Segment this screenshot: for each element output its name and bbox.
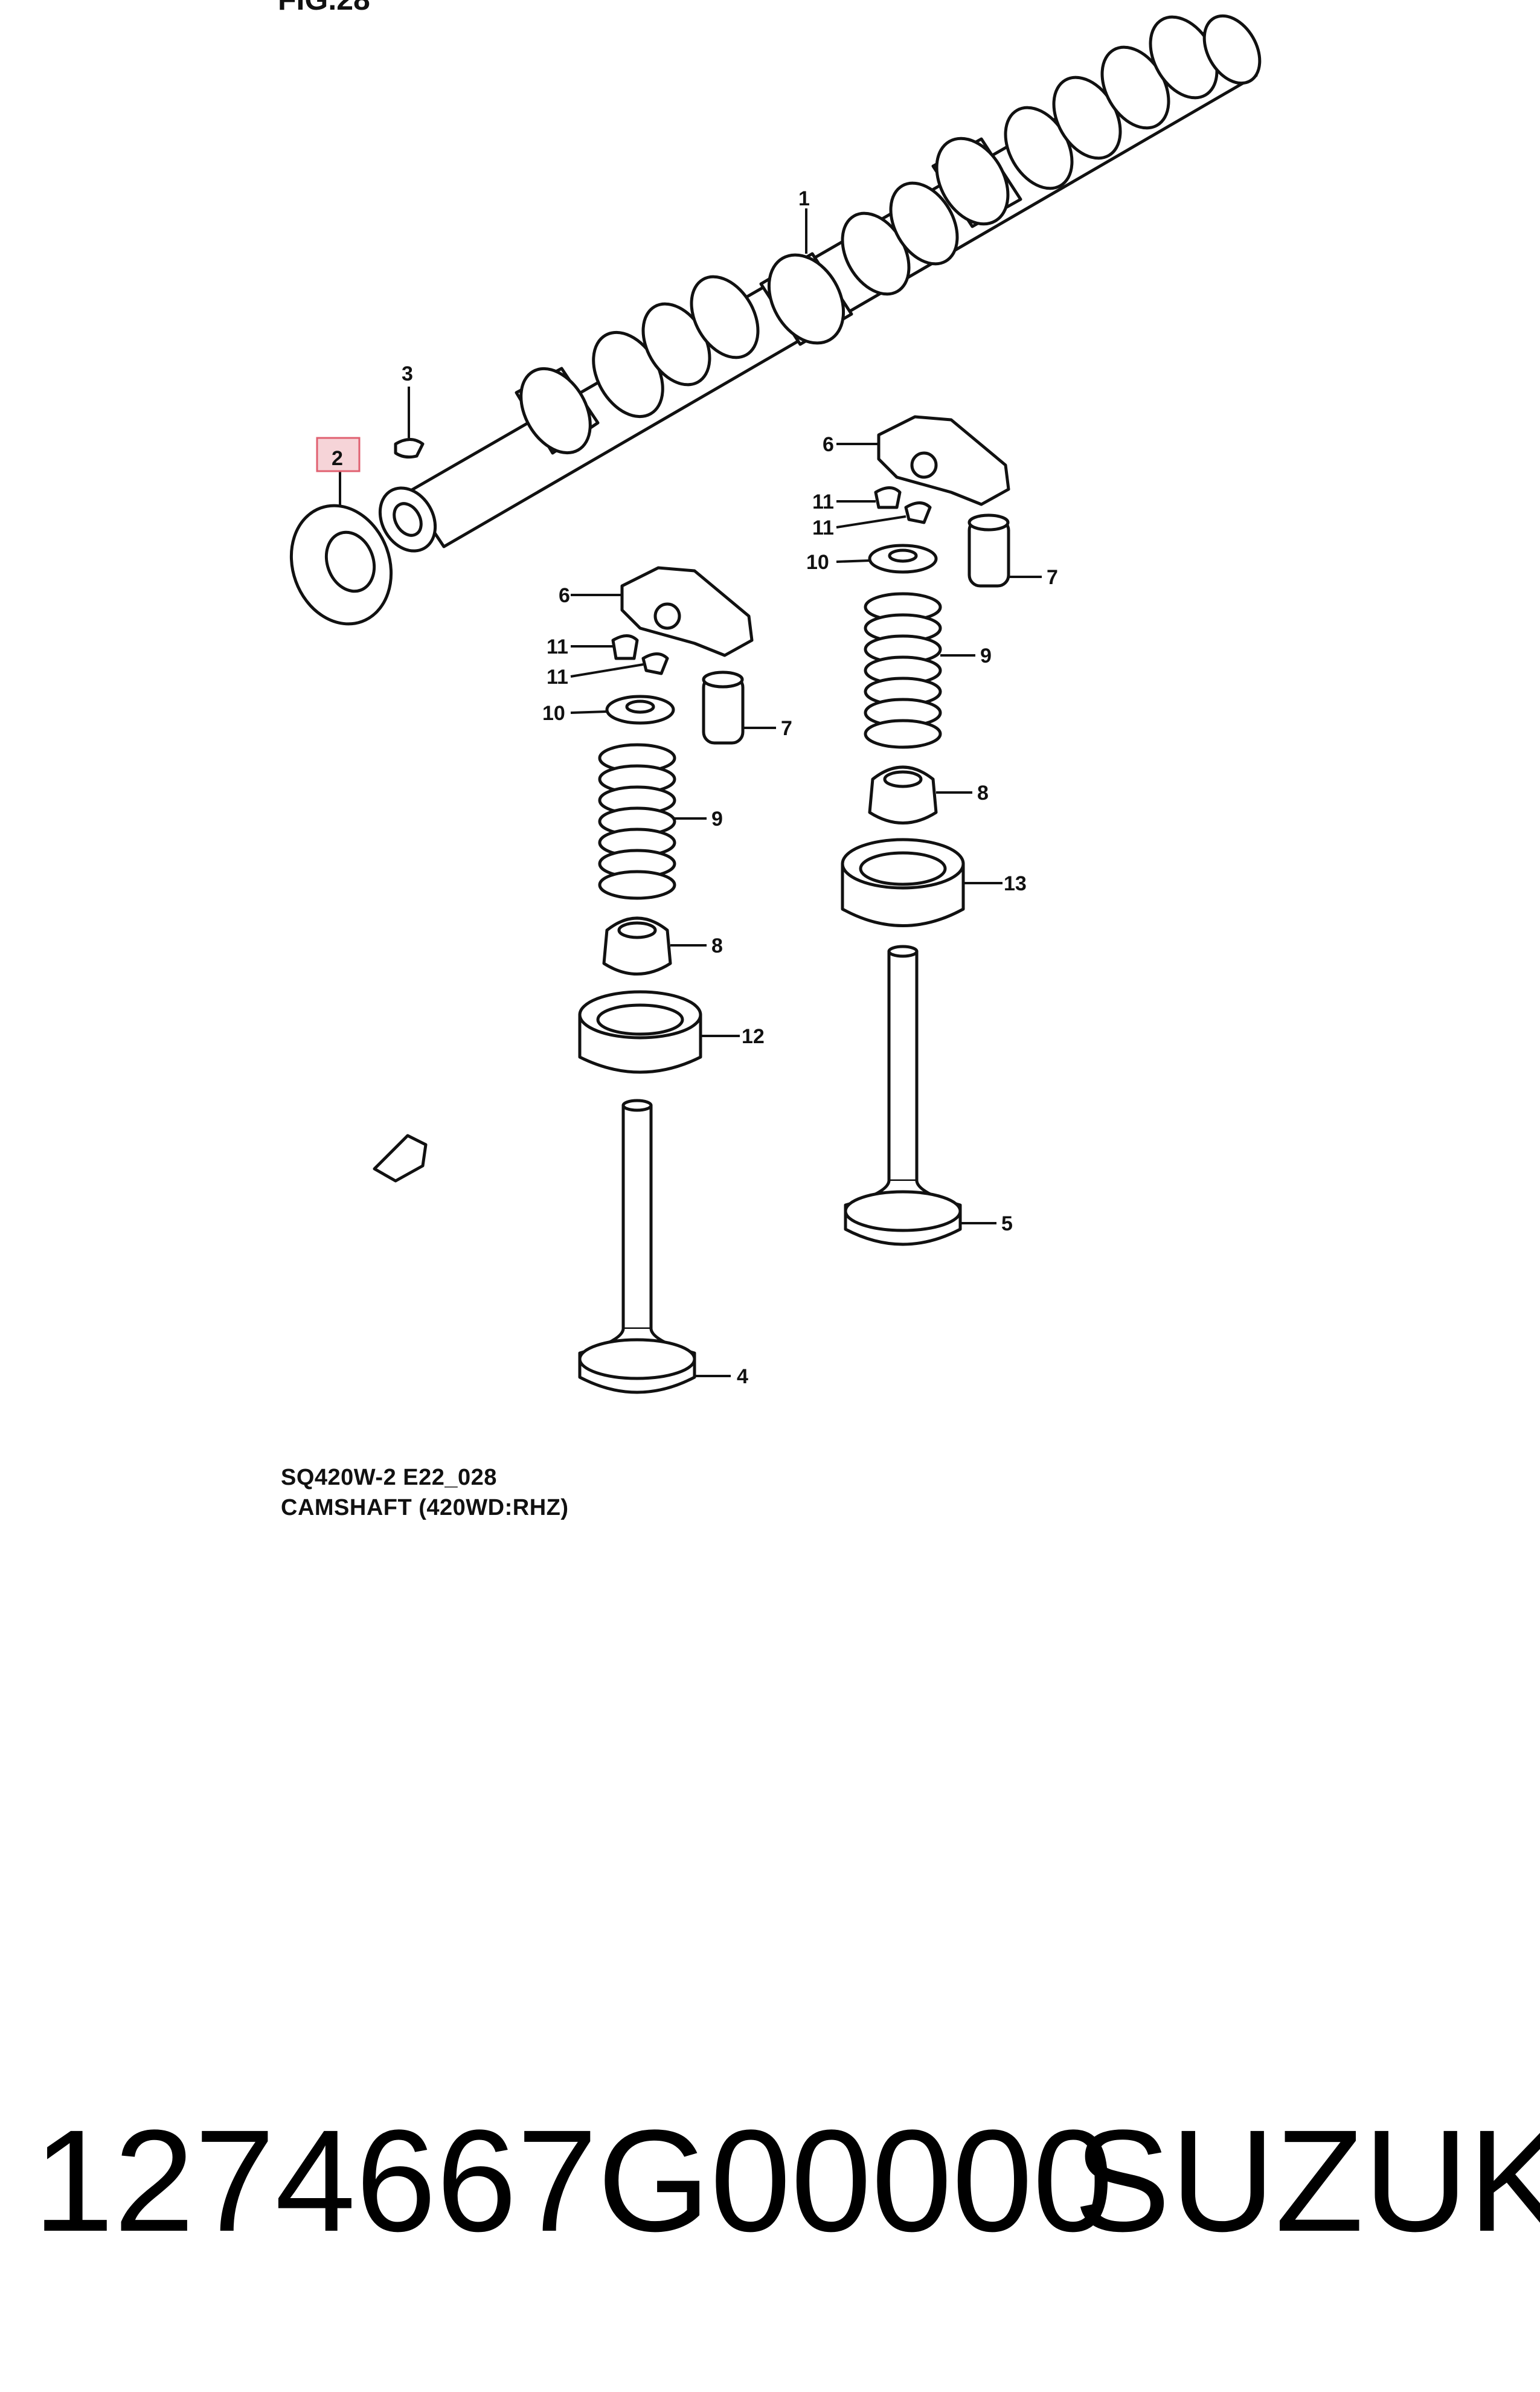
callout-6-right: 6 — [823, 433, 834, 456]
callout-11-right-a: 11 — [812, 490, 834, 513]
callout-11-left-b: 11 — [547, 666, 568, 689]
callout-10-left: 10 — [542, 702, 565, 725]
exploded-view-drawing: 1 2 3 4 5 6 6 7 7 8 8 9 9 10 10 11 11 11… — [289, 14, 1262, 1394]
callout-6-left: 6 — [559, 584, 570, 607]
callout-1: 1 — [798, 187, 810, 210]
callout-4: 4 — [737, 1365, 748, 1388]
highlight-box — [316, 437, 361, 472]
key — [394, 438, 425, 459]
brand-name: SUZUKI — [1074, 2100, 1540, 2262]
figure-code: SQ420W-2 E22_028 — [281, 1465, 497, 1490]
fwd-arrow-icon — [373, 1134, 428, 1183]
parts-diagram: FIG.28 — [278, 0, 1262, 1520]
camshaft — [378, 14, 1262, 553]
callout-13: 13 — [1004, 872, 1027, 895]
callout-3: 3 — [402, 362, 413, 385]
callout-8-left: 8 — [711, 934, 723, 957]
callout-7-right: 7 — [1047, 566, 1058, 589]
callout-2: 2 — [332, 447, 343, 470]
right-valve-stack — [841, 415, 1010, 1246]
callout-5: 5 — [1001, 1212, 1013, 1235]
callout-12: 12 — [742, 1025, 765, 1048]
left-valve-stack — [578, 566, 754, 1394]
callout-7-left: 7 — [781, 717, 792, 740]
figure-title: FIG.28 — [278, 0, 370, 17]
figure-name: CAMSHAFT (420WD:RHZ) — [281, 1495, 569, 1520]
callout-9-right: 9 — [980, 645, 992, 667]
part-number: 1274667G00000 — [33, 2100, 1114, 2262]
callout-10-right: 10 — [806, 551, 829, 574]
part-footer — [0, 1993, 1540, 2392]
callout-9-left: 9 — [711, 808, 723, 831]
oil-seal — [289, 504, 393, 626]
callout-8-right: 8 — [977, 782, 989, 805]
callout-labels: 1 2 3 4 5 6 6 7 7 8 8 9 9 10 10 11 11 11… — [332, 187, 1058, 1388]
callout-11-left-a: 11 — [547, 635, 568, 658]
leader-lines — [339, 208, 1042, 1377]
callout-11-right-b: 11 — [812, 516, 834, 539]
